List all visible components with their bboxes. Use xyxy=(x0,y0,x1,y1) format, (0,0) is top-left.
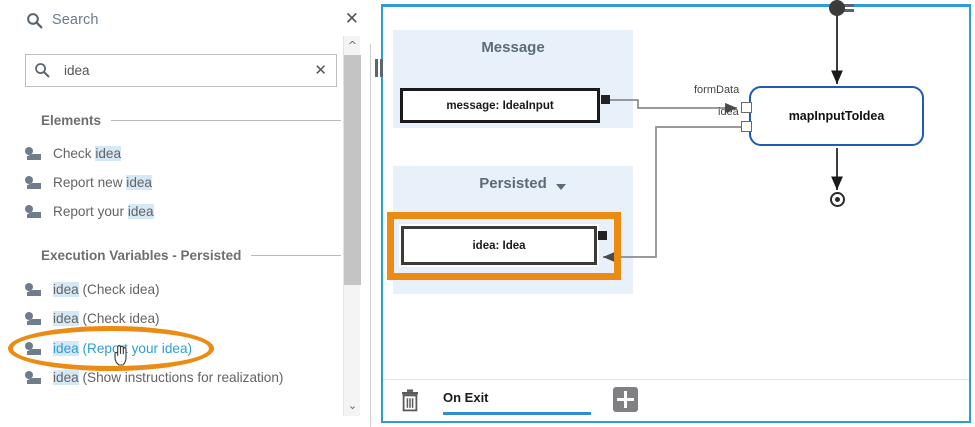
divider xyxy=(111,119,341,121)
drag-handle-left[interactable] xyxy=(375,59,384,77)
user-task-icon xyxy=(25,371,42,384)
user-task-icon xyxy=(25,147,42,160)
activity-map-input-to-idea[interactable]: mapInputToIdea xyxy=(749,86,924,146)
user-task-icon xyxy=(25,283,42,296)
panel-scrollbar[interactable]: ^ ⌄ xyxy=(343,36,361,416)
end-event-node[interactable] xyxy=(830,192,845,207)
data-object-port[interactable] xyxy=(601,95,610,104)
list-item-label: idea (Check idea) xyxy=(53,311,160,326)
list-item-label: Check idea xyxy=(53,146,122,161)
input-port-label: idea xyxy=(718,106,739,118)
user-task-icon xyxy=(25,205,42,218)
scrollbar-thumb[interactable] xyxy=(344,55,361,285)
list-item-label: idea (Check idea) xyxy=(53,282,160,297)
list-item-label: idea (Report your idea) xyxy=(53,341,193,356)
search-icon xyxy=(34,62,50,83)
page-title: Search xyxy=(52,12,99,28)
data-object-port[interactable] xyxy=(598,231,607,240)
list-item[interactable]: idea (Check idea) xyxy=(25,278,335,301)
chevron-down-icon[interactable] xyxy=(556,184,566,190)
list-item[interactable]: idea (Show instructions for realization) xyxy=(25,366,335,389)
lane-title: Persisted xyxy=(479,175,547,192)
group-header-execution-variables: Execution Variables - Persisted xyxy=(41,246,341,264)
clear-icon[interactable]: ✕ xyxy=(314,61,327,79)
divider xyxy=(251,254,341,256)
input-port-label: formData xyxy=(694,84,740,96)
diagram-panel: Message Persisted On Exit xyxy=(375,4,971,423)
search-input-value: idea xyxy=(64,63,90,78)
close-icon[interactable]: ✕ xyxy=(344,9,359,29)
chevron-down-icon[interactable]: ⌄ xyxy=(347,399,358,412)
list-item-selected[interactable]: idea (Report your idea) xyxy=(25,337,335,360)
tab-on-exit[interactable]: On Exit xyxy=(443,388,591,415)
input-port-formdata[interactable] xyxy=(741,102,752,113)
chevron-up-icon[interactable]: ^ xyxy=(347,39,358,52)
list-item-label: Report your idea xyxy=(53,204,154,219)
search-input[interactable]: idea ✕ xyxy=(25,54,337,87)
trash-icon[interactable] xyxy=(399,389,421,413)
search-panel-header: Search ✕ xyxy=(0,0,371,44)
list-item-label: Report new idea xyxy=(53,175,152,190)
data-object-idea[interactable]: idea: Idea xyxy=(399,224,599,267)
user-task-icon xyxy=(25,342,42,355)
group-header-elements: Elements xyxy=(41,111,341,129)
lane-title: Message xyxy=(481,39,545,56)
list-item[interactable]: Check idea xyxy=(25,142,335,165)
data-object-message[interactable]: message: IdeaInput xyxy=(400,88,600,123)
list-item-label: idea (Show instructions for realization) xyxy=(53,370,284,385)
list-item[interactable]: idea (Check idea) xyxy=(25,307,335,330)
plus-icon[interactable] xyxy=(613,387,638,412)
input-port-idea[interactable] xyxy=(741,121,752,132)
list-item[interactable]: Report new idea xyxy=(25,171,335,194)
user-task-icon xyxy=(25,176,42,189)
start-event-node[interactable] xyxy=(829,0,845,16)
bottom-toolbar: On Exit xyxy=(383,379,969,421)
list-item[interactable]: Report your idea xyxy=(25,200,335,223)
tab-label: On Exit xyxy=(443,390,489,405)
search-panel: Search ✕ idea ✕ Elements Check idea Repo… xyxy=(0,0,371,427)
mouse-cursor-hand xyxy=(114,345,127,366)
group-header-label: Elements xyxy=(41,112,102,128)
group-header-label: Execution Variables - Persisted xyxy=(41,247,242,263)
search-icon xyxy=(26,12,43,34)
user-task-icon xyxy=(25,312,42,325)
